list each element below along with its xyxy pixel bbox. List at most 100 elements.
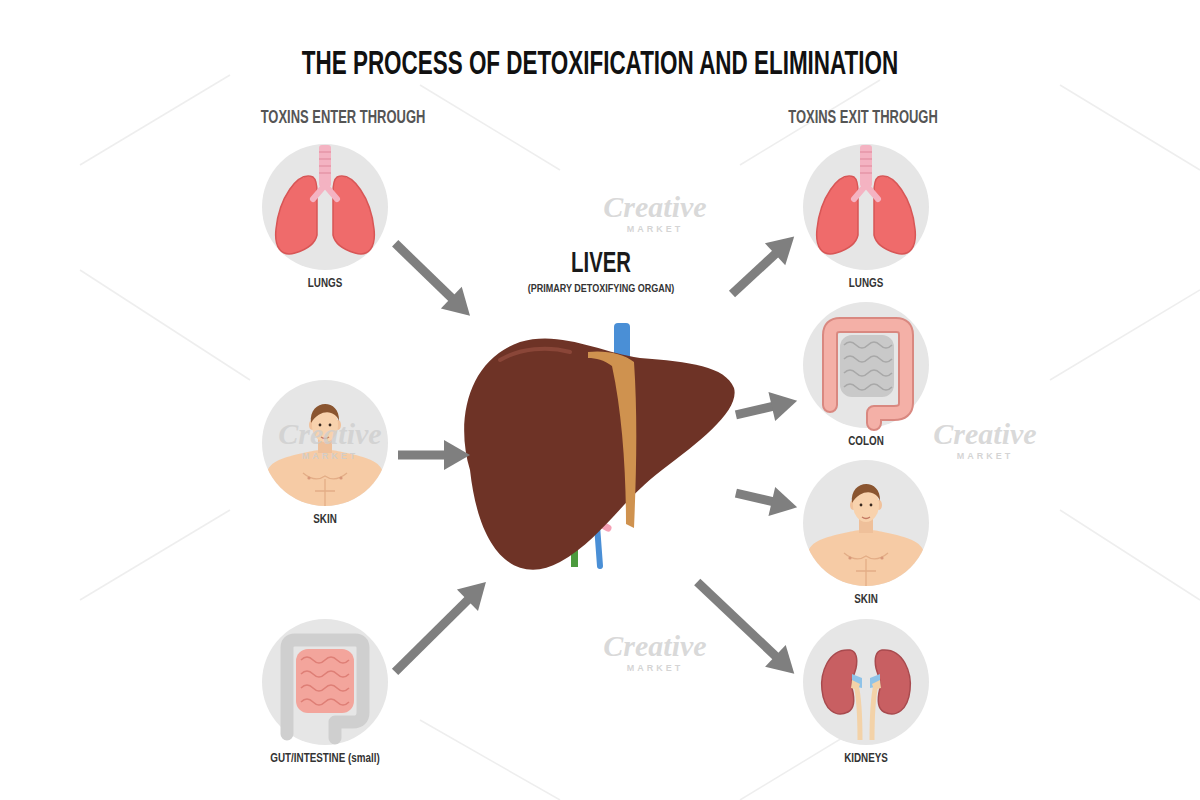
organ-circle: LUNGS	[262, 144, 388, 270]
ear	[335, 420, 341, 430]
nipple	[339, 476, 342, 479]
flow-arrow	[398, 440, 470, 470]
circle-outline	[803, 619, 929, 745]
ear	[309, 420, 315, 430]
face	[312, 408, 338, 442]
intestine-illustration	[287, 640, 363, 738]
hair	[852, 484, 880, 503]
circle-shape	[803, 144, 929, 270]
watermark-line	[1050, 290, 1200, 380]
ureter	[872, 684, 876, 740]
column-heading: TOXINS ENTER THROUGH	[261, 108, 426, 126]
arrow-head	[444, 440, 470, 470]
arrow-head	[765, 645, 794, 674]
circle-shape	[803, 302, 929, 428]
watermark: Creative	[603, 631, 706, 661]
organ-label: LUNGS	[849, 277, 883, 289]
chest-lines	[303, 473, 347, 506]
trachea	[860, 145, 872, 187]
arrow-head	[765, 237, 794, 266]
organ-label: GUT/INTESTINE (small)	[270, 752, 379, 764]
circle-shape	[803, 619, 929, 745]
neck	[859, 517, 873, 533]
arrow-head	[457, 582, 486, 611]
colon-outline	[830, 325, 906, 423]
nipple	[848, 556, 851, 559]
watermark-line	[80, 75, 230, 165]
watermark-line	[420, 85, 560, 170]
organ-title: LIVER	[571, 248, 631, 277]
circle-outline	[262, 619, 388, 745]
watermark: MARKET	[957, 452, 1014, 461]
circle-shape	[262, 619, 388, 745]
lungs-illustration	[276, 145, 375, 254]
neck	[318, 437, 332, 453]
renal-vessel	[870, 674, 880, 688]
torso	[804, 530, 928, 593]
arrow-shaft	[732, 251, 779, 294]
arrow-shaft	[395, 243, 455, 301]
watermark: MARKET	[627, 664, 684, 673]
watermark: Creative	[278, 419, 381, 449]
arrow-shaft	[398, 451, 449, 460]
small-intestine	[840, 335, 894, 397]
kidney	[822, 650, 857, 714]
organ-label: LUNGS	[308, 277, 342, 289]
arrow-head	[768, 392, 797, 421]
organ-label: SKIN	[313, 513, 337, 525]
renal-pelvis	[851, 680, 860, 690]
lung-left	[817, 176, 858, 254]
organ-circle: KIDNEYS	[803, 619, 929, 745]
large-intestine	[287, 640, 363, 738]
mouth	[321, 437, 329, 439]
circle-shape	[262, 144, 388, 270]
liver-body	[464, 338, 734, 569]
watermark-line	[420, 720, 560, 800]
lung-right	[333, 176, 374, 254]
circle-outline	[262, 144, 388, 270]
watermark: MARKET	[302, 452, 359, 461]
watermark-line	[80, 270, 250, 380]
chest-lines	[844, 553, 888, 586]
arrow-shaft	[736, 493, 777, 502]
diagram-title: THE PROCESS OF DETOXIFICATION AND ELIMIN…	[302, 45, 898, 79]
organ-circle: LUNGS	[803, 144, 929, 270]
flow-arrow	[732, 237, 794, 294]
colon-illustration	[830, 325, 906, 423]
portal-vein	[596, 512, 600, 566]
kidney-right	[870, 650, 910, 740]
small-intestine	[296, 649, 354, 713]
eye	[860, 504, 863, 507]
flow-arrow	[736, 487, 797, 516]
ear	[876, 500, 882, 510]
liver-node: LIVER(PRIMARY DETOXIFYING ORGAN)	[470, 245, 732, 582]
eye	[329, 424, 332, 427]
face	[853, 488, 879, 522]
lung-left	[276, 176, 317, 254]
watermark: MARKET	[627, 225, 684, 234]
falciform-ligament	[588, 351, 636, 528]
flow-arrow	[395, 243, 470, 315]
organ-circle: GUT/INTESTINE (small)	[262, 619, 388, 745]
gallbladder	[507, 525, 547, 555]
arrow-shaft	[395, 597, 471, 672]
circle-outline	[803, 144, 929, 270]
organ-label: SKIN	[854, 593, 878, 605]
circle-outline	[262, 380, 388, 506]
organ-label: COLON	[848, 435, 884, 447]
column-heading: TOXINS EXIT THROUGH	[788, 108, 938, 126]
organ-circle: SKIN	[803, 460, 929, 586]
arrow-head	[441, 287, 470, 316]
bronchi	[854, 185, 878, 199]
flow-arrow	[697, 582, 794, 674]
ear	[850, 500, 856, 510]
lungs-illustration	[817, 145, 916, 254]
trachea-rings	[860, 152, 872, 173]
mouth	[862, 517, 870, 519]
eye	[319, 424, 322, 427]
